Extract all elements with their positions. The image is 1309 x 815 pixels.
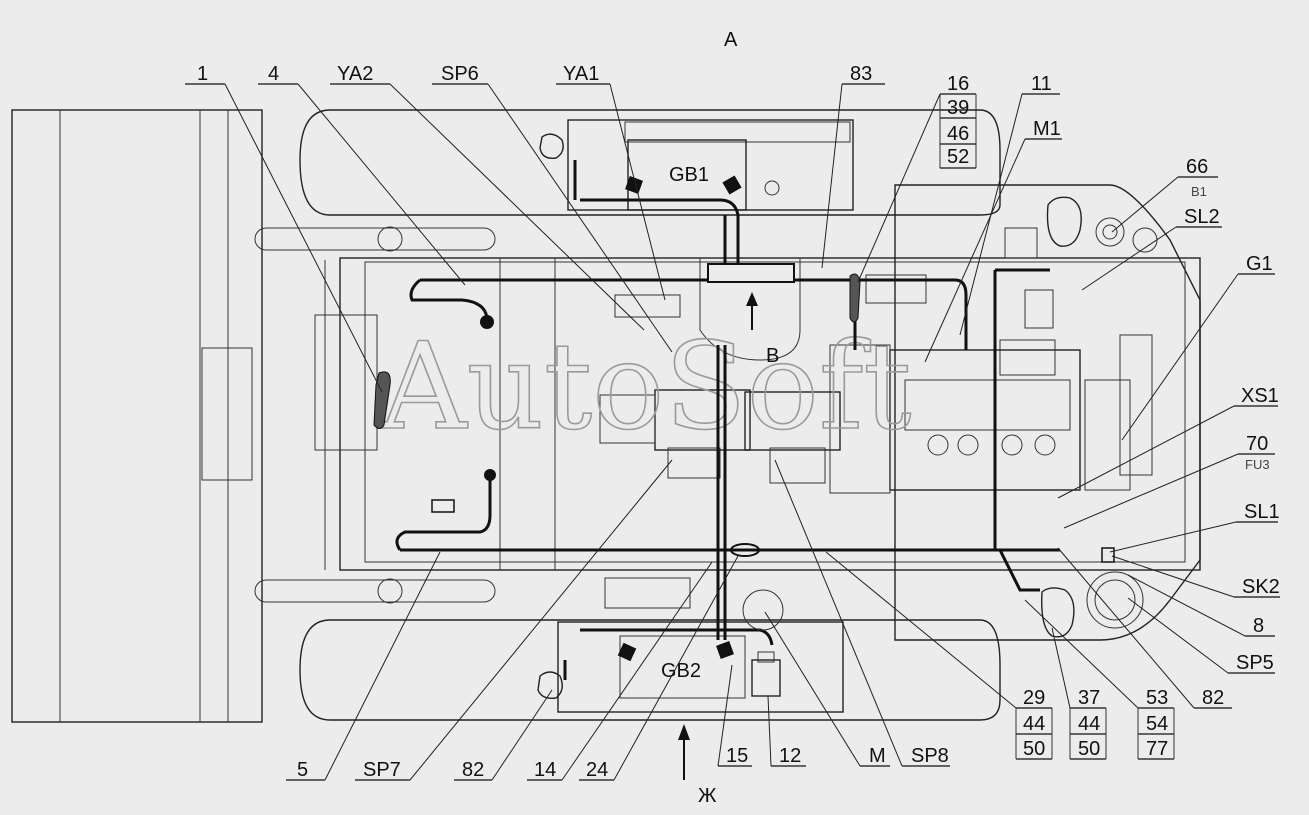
stack-label-77: 77	[1146, 738, 1168, 760]
callout-83: 83	[850, 63, 872, 85]
stack-label-29: 29	[1023, 687, 1045, 709]
stack-label-39: 39	[947, 97, 969, 119]
callout-g1: G1	[1246, 253, 1273, 275]
callout-66: 66	[1186, 156, 1208, 178]
callout-sp7: SP7	[363, 759, 401, 781]
callout-ya1: YA1	[563, 63, 599, 85]
callout-xs1: XS1	[1241, 385, 1279, 407]
battery-gb2	[557, 577, 844, 713]
engine-block	[599, 227, 1153, 494]
callout-70: 70	[1246, 433, 1268, 455]
callout-stack-37-44-50: 37 44 50	[1051, 627, 1107, 760]
watermark: AutoSoft	[379, 318, 912, 457]
stack-label-50a: 50	[1023, 738, 1045, 760]
callout-b1: B1	[1191, 184, 1207, 199]
callout-15: 15	[726, 745, 748, 767]
top-callouts: 1 4 YA2 SP6 YA1 83	[185, 63, 885, 393]
view-label-b: B	[766, 345, 779, 367]
stack-label-44b: 44	[1078, 713, 1100, 735]
wire-harness	[373, 160, 1115, 780]
callout-fu3: FU3	[1245, 457, 1270, 472]
callout-1: 1	[197, 63, 208, 85]
stack-label-50b: 50	[1078, 738, 1100, 760]
callout-24: 24	[586, 759, 608, 781]
callout-5: 5	[297, 759, 308, 781]
callout-m: M	[869, 745, 886, 767]
battery-gb1	[567, 119, 854, 211]
callout-stack-16-39-46-52: 16 39 46 52	[857, 73, 977, 283]
component-gb1: GB1	[669, 164, 709, 186]
stack-label-52: 52	[947, 146, 969, 168]
callout-m1: M1	[1033, 118, 1061, 140]
view-label-a: A	[724, 29, 738, 51]
component-gb2: GB2	[661, 660, 701, 682]
machine-outline	[11, 109, 1201, 723]
callout-stack-53-54-77: 53 54 77	[1024, 599, 1175, 760]
right-callouts: 11 M1 66 B1 SL2 G1 XS1 70 FU3 SL1 SK2 8 …	[924, 73, 1280, 709]
callout-8: 8	[1253, 615, 1264, 637]
stack-label-37: 37	[1078, 687, 1100, 709]
stack-label-16: 16	[947, 73, 969, 95]
callout-12: 12	[779, 745, 801, 767]
callout-sl1: SL1	[1244, 501, 1280, 523]
bottom-callouts: 5 SP7 82 14 24 15 12 M SP8	[286, 459, 950, 781]
callout-4: 4	[268, 63, 279, 85]
callout-sp8: SP8	[911, 745, 949, 767]
callout-stack-29-44-50: 29 44 50	[825, 551, 1053, 760]
callout-82-bottom: 82	[462, 759, 484, 781]
callout-sp5: SP5	[1236, 652, 1274, 674]
view-label-zh: Ж	[698, 785, 717, 807]
callout-sl2: SL2	[1184, 206, 1220, 228]
stack-label-54: 54	[1146, 713, 1168, 735]
callout-14: 14	[534, 759, 556, 781]
callout-11: 11	[1031, 73, 1052, 95]
callout-sk2: SK2	[1242, 576, 1280, 598]
callout-sp6: SP6	[441, 63, 479, 85]
stack-label-53: 53	[1146, 687, 1168, 709]
stack-label-44a: 44	[1023, 713, 1045, 735]
callout-82-right: 82	[1202, 687, 1224, 709]
callout-ya2: YA2	[337, 63, 373, 85]
stack-label-46: 46	[947, 123, 969, 145]
